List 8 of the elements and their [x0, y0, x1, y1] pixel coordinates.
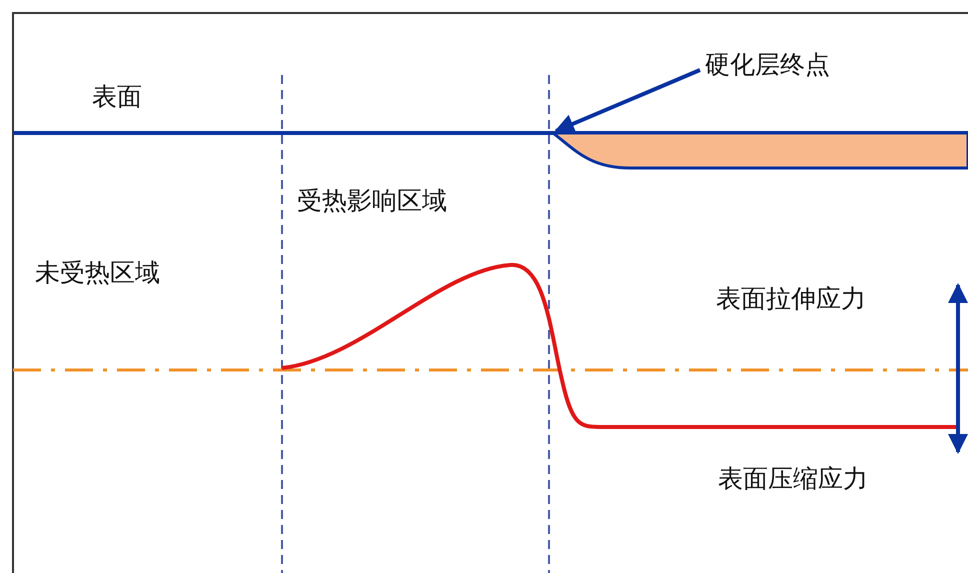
callout-text: 硬化层终点	[705, 50, 830, 80]
stress-label: 表面拉伸应力	[716, 284, 866, 314]
surface-label: 表面	[92, 82, 142, 112]
stress-label: 表面压缩应力	[718, 464, 868, 494]
zone-label: 未受热区域	[35, 258, 160, 288]
zone-label: 受热影响区域	[297, 186, 447, 216]
hardened-layer-band	[552, 132, 968, 170]
leader-arrow	[554, 68, 701, 134]
